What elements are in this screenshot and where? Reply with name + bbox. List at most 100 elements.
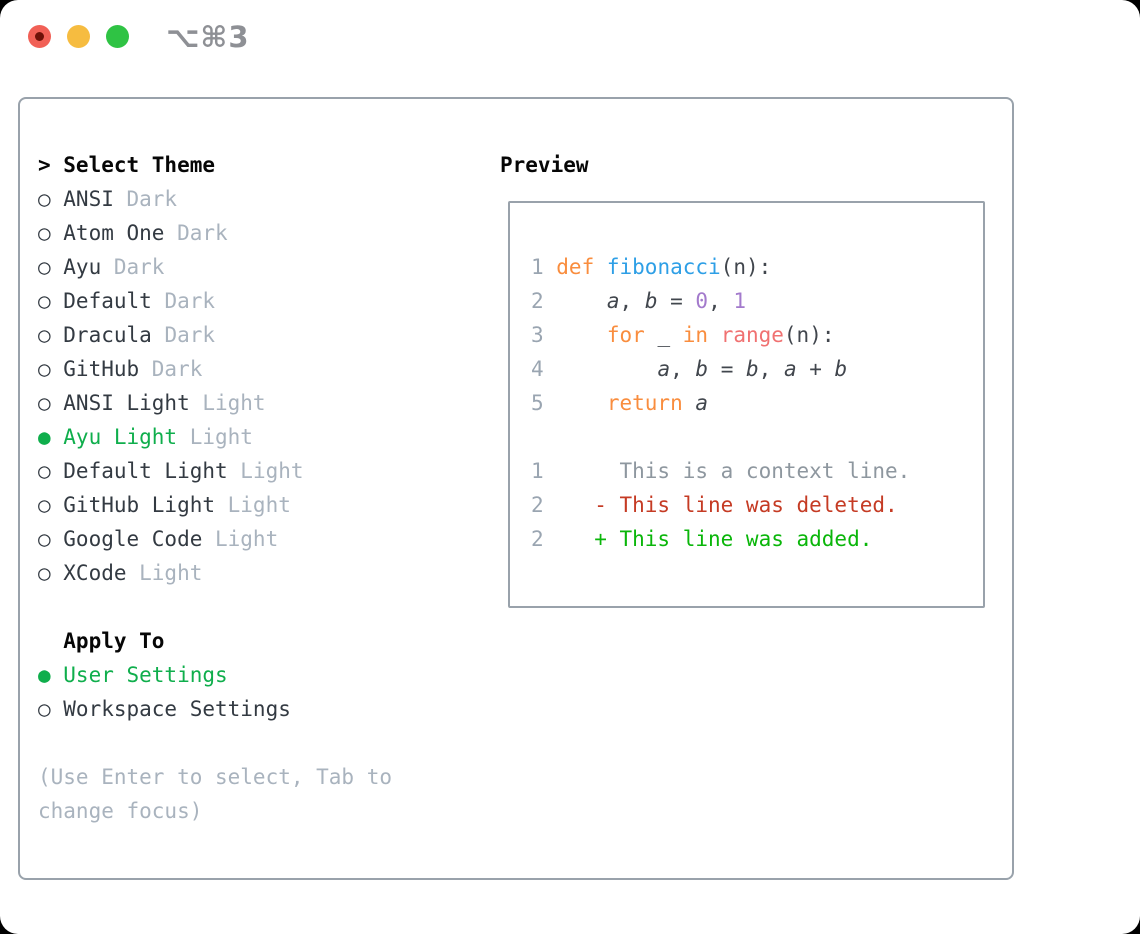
code-token-variable: b: [745, 357, 759, 381]
code-token-default: ,: [619, 289, 645, 313]
theme-name: XCode: [63, 561, 127, 585]
code-token-variable: a: [783, 357, 797, 381]
theme-item-ansi-light[interactable]: ○ANSI Light Light: [38, 386, 488, 420]
theme-variant-tag: Dark: [164, 221, 228, 245]
code-token-variable: a: [657, 357, 671, 381]
theme-list-column: >Select Theme ○ANSI Dark○Atom One Dark○A…: [38, 148, 488, 828]
theme-variant-tag: Dark: [151, 289, 216, 313]
theme-variant-tag: Light: [126, 561, 203, 585]
theme-name: Google Code: [63, 527, 203, 551]
radio-icon: ○: [38, 187, 51, 211]
minimize-button[interactable]: [67, 25, 90, 48]
code-token-number: 1: [733, 289, 747, 313]
preview-title: Preview: [500, 153, 589, 177]
diff-preview: 1 This is a context line.2 - This line w…: [531, 454, 983, 556]
theme-item-ayu-light[interactable]: ● Ayu Light Light: [38, 420, 488, 454]
line-number: 5: [531, 391, 544, 415]
theme-item-github-light[interactable]: ○GitHub Light Light: [38, 488, 488, 522]
theme-variant-tag: Light: [202, 527, 279, 551]
code-token-keyword: for: [606, 323, 645, 347]
theme-variant-tag: Dark: [151, 323, 216, 347]
zoom-button[interactable]: [106, 25, 129, 48]
theme-item-ansi[interactable]: ○ ANSI Dark: [38, 182, 488, 216]
code-token-default: ,: [758, 357, 784, 381]
radio-icon: ○: [38, 357, 51, 381]
code-token-default: [556, 289, 607, 313]
spacer: [531, 420, 983, 454]
theme-name: Dracula: [63, 323, 152, 347]
code-token-default: ,: [670, 357, 696, 381]
radio-icon: ○: [38, 527, 51, 551]
code-token-default: [556, 391, 607, 415]
apply-option-label: User Settings: [63, 663, 228, 687]
line-number: 2: [531, 527, 544, 551]
radio-selected-icon: ●: [38, 663, 51, 687]
code-token-default: +: [796, 357, 835, 381]
theme-variant-tag: Dark: [139, 357, 203, 381]
code-token-default: (n):: [783, 323, 835, 347]
radio-icon: ○: [38, 289, 51, 313]
theme-item-atom-one[interactable]: ○Atom One Dark: [38, 216, 488, 250]
close-button[interactable]: [28, 25, 51, 48]
diff-line-context: 1 This is a context line.: [531, 454, 983, 488]
line-number: 3: [531, 323, 544, 347]
theme-item-google-code[interactable]: ○ Google Code Light: [38, 522, 488, 556]
theme-variant-tag: Dark: [101, 255, 165, 279]
code-token-default: [708, 323, 721, 347]
theme-name: ANSI: [63, 187, 114, 211]
indent: [38, 624, 63, 658]
theme-variant-tag: Light: [227, 459, 304, 483]
apply-option-user-settings[interactable]: ● User Settings: [38, 658, 488, 692]
diff-text: This is a context line.: [556, 459, 911, 483]
theme-picker-panel: >Select Theme ○ANSI Dark○Atom One Dark○A…: [18, 97, 1014, 880]
theme-variant-tag: Light: [177, 425, 253, 449]
titlebar: ⌥⌘3: [0, 0, 1140, 74]
code-token-number: 0: [695, 289, 709, 313]
code-line: 5 return a: [531, 386, 983, 420]
radio-icon: ○: [38, 323, 51, 347]
line-number: 2: [531, 289, 544, 313]
code-line: 3 for _ in range(n):: [531, 318, 983, 352]
theme-item-dracula[interactable]: ○ Dracula Dark: [38, 318, 488, 352]
radio-icon: ○: [38, 697, 51, 721]
code-token-variable: a: [606, 289, 620, 313]
code-token-keyword: return: [606, 391, 683, 415]
code-token-builtin: range: [720, 323, 784, 347]
diff-line-deleted: 2 - This line was deleted.: [531, 488, 983, 522]
theme-item-github[interactable]: ○ GitHub Dark: [38, 352, 488, 386]
radio-icon: ○: [38, 221, 51, 245]
code-token-keyword: in: [682, 323, 709, 347]
theme-variant-tag: Dark: [113, 187, 178, 211]
line-number: 1: [531, 255, 544, 279]
window-title: ⌥⌘3: [166, 20, 250, 54]
radio-selected-icon: ●: [38, 425, 51, 449]
line-number: 1: [531, 459, 544, 483]
unsaved-dot-icon: [35, 32, 44, 41]
theme-name: Ayu Light: [63, 425, 178, 449]
theme-item-ayu[interactable]: ○Ayu Dark: [38, 250, 488, 284]
theme-item-default[interactable]: ○ Default Dark: [38, 284, 488, 318]
theme-name: Default Light: [63, 459, 228, 483]
theme-list: ○ANSI Dark○Atom One Dark○Ayu Dark○Defaul…: [38, 182, 488, 590]
code-token-default: [556, 323, 607, 347]
code-token-variable: a: [695, 391, 709, 415]
theme-list-header: >Select Theme: [38, 148, 488, 182]
theme-variant-tag: Light: [189, 391, 266, 415]
theme-variant-tag: Light: [215, 493, 291, 517]
radio-icon: ○: [38, 493, 51, 517]
theme-name: GitHub: [63, 357, 140, 381]
apply-option-workspace-settings[interactable]: ○Workspace Settings: [38, 692, 488, 726]
code-line: 2 a, b = 0, 1: [531, 284, 983, 318]
code-token-default: =: [657, 289, 696, 313]
theme-item-xcode[interactable]: ○XCode Light: [38, 556, 488, 590]
code-token-variable: b: [834, 357, 848, 381]
apply-to-header: Apply To: [38, 624, 488, 658]
theme-name: ANSI Light: [63, 391, 190, 415]
theme-list-title: Select Theme: [63, 153, 215, 177]
theme-item-default-light[interactable]: ○Default Light Light: [38, 454, 488, 488]
theme-name: Default: [63, 289, 152, 313]
